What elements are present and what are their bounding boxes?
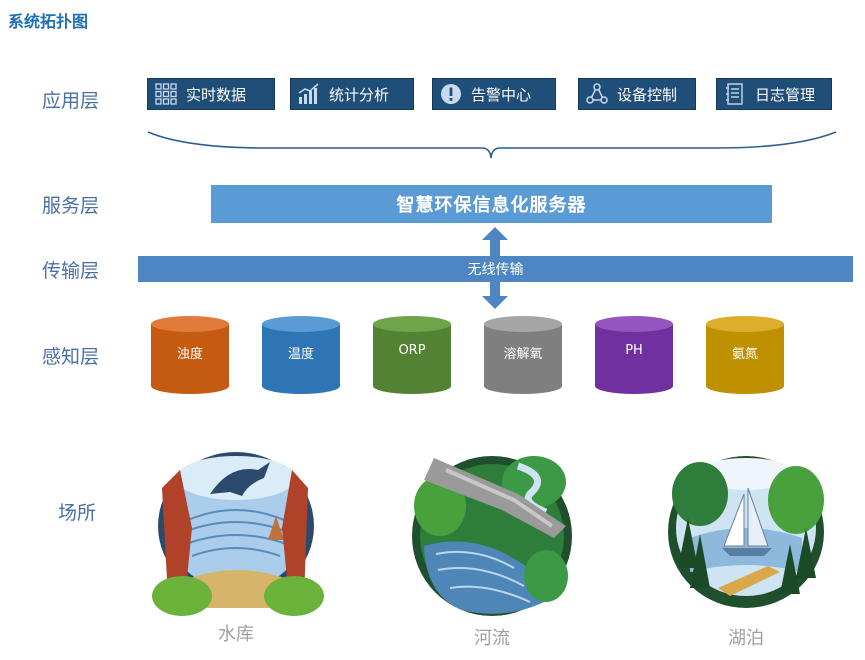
sensor-label: 浊度 [176,347,203,362]
place-label-river: 河流 [474,628,510,649]
double-arrow-down [482,280,508,309]
cylinder-icon [484,316,562,394]
app-layer-brace [147,131,837,159]
sensor-label: 温度 [287,347,314,362]
place-label-lake: 湖泊 [728,628,764,649]
sensor-label: 氨氮 [731,347,758,362]
app-button-label: 告警中心 [471,85,532,104]
layer-label-app: 应用层 [42,90,100,112]
cylinder-icon [373,316,451,394]
sensor-turbidity: 浊度 [150,315,230,395]
grid-icon [154,83,178,105]
layer-label-service: 服务层 [42,195,100,217]
app-button-statistics[interactable]: 统计分析 [290,78,414,110]
layer-label-place: 场所 [58,502,97,524]
app-button-label: 设备控制 [617,85,678,104]
service-layer-server: 智慧环保信息化服务器 [211,185,772,223]
cylinder-icon [262,316,340,394]
sensor-ph: PH [594,315,674,395]
layer-label-transport: 传输层 [42,260,100,282]
cylinder-icon [151,316,229,394]
sensor-label: 溶解氧 [503,347,543,362]
place-label-reservoir: 水库 [218,624,254,645]
app-button-alerts[interactable]: 告警中心 [432,78,556,110]
app-button-logs[interactable]: 日志管理 [716,78,832,110]
app-button-label: 实时数据 [186,85,247,104]
sensor-temperature: 温度 [261,315,341,395]
reservoir-icon [152,452,324,616]
app-button-device-control[interactable]: 设备控制 [578,78,696,110]
network-icon [585,83,609,105]
alert-icon [439,83,463,105]
cylinder-icon [595,316,673,394]
layer-label-sense: 感知层 [42,346,100,368]
document-icon [723,83,747,105]
sensor-dissolved-oxygen: 溶解氧 [483,315,563,395]
cylinder-icon [706,316,784,394]
double-arrow-up [482,227,508,257]
app-button-label: 统计分析 [329,85,390,104]
bar-chart-icon [297,83,321,105]
sensor-label: PH [625,343,643,358]
transport-layer-bar: 无线传输 [138,256,853,282]
lake-icon [668,456,824,608]
sensor-orp: ORP [372,315,452,395]
page-title: 系统拓扑图 [8,12,89,31]
sensor-label: ORP [398,343,426,358]
app-button-label: 日志管理 [755,85,816,104]
sensor-ammonia-nitrogen: 氨氮 [705,315,785,395]
app-button-realtime[interactable]: 实时数据 [147,78,275,110]
river-icon [412,456,572,616]
